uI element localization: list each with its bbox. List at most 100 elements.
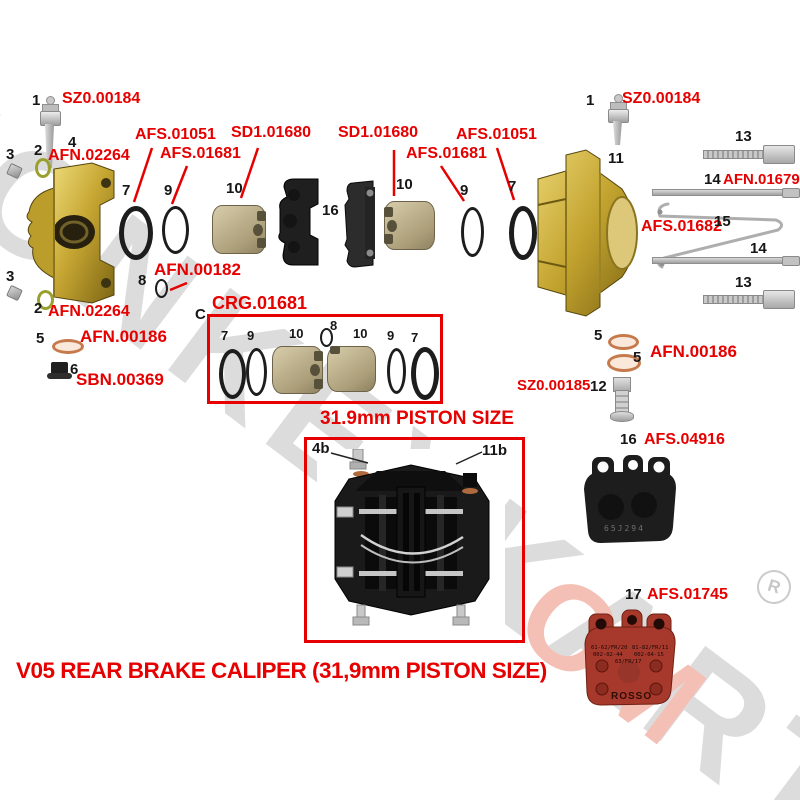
bolt-13-bottom <box>703 290 795 309</box>
assembly-box <box>304 437 525 643</box>
kit-index-7b: 7 <box>411 330 419 345</box>
index-3-top: 3 <box>6 146 15 163</box>
index-5-right2: 5 <box>633 349 642 366</box>
index-10-right: 10 <box>396 176 413 193</box>
red-pad-mark-1b: 81-82/FR/11 <box>632 645 668 651</box>
part-afs-01051-left: AFS.01051 <box>135 126 216 143</box>
part-sz0-00184-left: SZ0.00184 <box>62 90 141 107</box>
index-10-left: 10 <box>226 180 243 197</box>
part-afs-01681-left: AFS.01681 <box>160 145 241 162</box>
index-13-top: 13 <box>735 128 752 145</box>
kit-index-10b: 10 <box>353 326 368 341</box>
oring-9-right <box>461 207 484 257</box>
oring-7-left <box>119 206 153 260</box>
brake-pad-black: 65J294 <box>584 455 676 543</box>
index-1-left: 1 <box>32 92 41 109</box>
part-afn-00186-left: AFN.00186 <box>80 327 167 346</box>
caliper-half-left <box>26 162 115 304</box>
kit-index-10a: 10 <box>289 326 304 341</box>
oring-2-top <box>35 158 51 178</box>
kit-piston-a <box>272 346 323 394</box>
bleed-screw-right <box>606 94 630 150</box>
part-afs-01745: AFS.01745 <box>647 586 728 603</box>
part-sbn-00369: SBN.00369 <box>76 370 164 389</box>
index-14-top: 14 <box>704 171 721 188</box>
copper-washer-right2 <box>607 354 641 372</box>
pin-14-top <box>652 188 800 198</box>
red-pad-brand: ROSSO <box>611 691 652 702</box>
kit-index-9a: 9 <box>247 328 255 343</box>
index-12: 12 <box>590 378 607 395</box>
kit-oring-7a <box>219 349 246 399</box>
assembled-caliper <box>317 449 505 634</box>
index-14-bottom: 14 <box>750 240 767 257</box>
brake-pad-inner <box>278 178 319 266</box>
kit-oring-7b <box>411 347 439 400</box>
part-afs-01681-right: AFS.01681 <box>406 145 487 162</box>
pad-stamp-text: 65J294 <box>604 524 645 533</box>
oring-8 <box>155 279 168 298</box>
part-afs-04916: AFS.04916 <box>644 431 725 448</box>
bolt-13-top <box>703 145 795 164</box>
red-pad-mark-2b: 002-04-15 <box>634 652 664 658</box>
index-17: 17 <box>625 586 642 603</box>
index-11: 11 <box>608 150 624 167</box>
part-afn-02264-bottom: AFN.02264 <box>48 303 130 320</box>
crg-kit-box <box>207 314 443 404</box>
part-afs-01682: AFS.01682 <box>641 218 722 235</box>
index-8: 8 <box>138 272 147 289</box>
kit-oring-9b <box>387 348 406 394</box>
oring-9-left <box>162 206 189 254</box>
red-pad-mark-1a: 61-62/FR/20 <box>591 645 627 651</box>
part-sz0-00184-right: SZ0.00184 <box>622 90 701 107</box>
oring-7-right <box>509 206 537 260</box>
bleed-screw-left <box>38 96 62 178</box>
index-5-right1: 5 <box>594 327 603 344</box>
index-3-bottom: 3 <box>6 268 15 285</box>
pin-14-bottom <box>652 256 800 266</box>
part-sd1-01680-right: SD1.01680 <box>338 124 419 141</box>
cap-6 <box>51 362 68 374</box>
part-sz0-00185: SZ0.00185 <box>517 377 591 394</box>
part-crg-01681: CRG.01681 <box>212 293 308 313</box>
piston-size-heading: 31.9mm PISTON SIZE <box>320 408 514 429</box>
part-afn-00186-right: AFN.00186 <box>650 342 737 361</box>
banjo-bolt-12 <box>610 377 634 422</box>
index-7-left: 7 <box>122 182 131 199</box>
copper-washer-left <box>52 339 84 354</box>
index-4: 4 <box>68 134 77 151</box>
brake-pad-backing <box>344 180 375 268</box>
cap-6-brim <box>47 373 72 379</box>
index-1-right: 1 <box>586 92 595 109</box>
index-16-pad: 16 <box>620 431 637 448</box>
index-2-bottom: 2 <box>34 300 43 317</box>
kit-index-8: 8 <box>330 318 338 333</box>
registered-trademark-icon: R <box>752 565 796 609</box>
index-6: 6 <box>70 361 79 378</box>
index-13-bottom: 13 <box>735 274 752 291</box>
index-9-left: 9 <box>164 182 173 199</box>
piston-left <box>212 205 266 254</box>
index-7-right: 7 <box>508 178 517 195</box>
ref-11b: 11b <box>482 442 508 459</box>
index-9-right: 9 <box>460 182 469 199</box>
part-afn-01679: AFN.01679 <box>723 171 800 188</box>
part-afn-00182: AFN.00182 <box>154 260 241 279</box>
brake-pad-red: 61-62/FR/20 81-82/FR/11 002-02-44 002-04… <box>584 609 676 706</box>
part-sd1-01680-left: SD1.01680 <box>231 124 312 141</box>
crg-box-corner-label: C <box>195 306 206 323</box>
oring-2-bottom <box>37 290 54 310</box>
piston-right <box>384 201 435 250</box>
index-15: 15 <box>714 213 731 230</box>
kit-oring-8 <box>320 328 333 347</box>
ref-4b: 4b <box>312 440 330 457</box>
red-pad-mark-2a: 002-02-44 <box>593 652 623 658</box>
index-5-left: 5 <box>36 330 45 347</box>
part-afn-02264-top: AFN.02264 <box>48 147 130 164</box>
kit-piston-b <box>327 346 376 392</box>
caliper-half-right <box>537 149 638 317</box>
index-16-center: 16 <box>322 202 339 219</box>
copper-washer-right1 <box>608 334 639 350</box>
part-afs-01051-right: AFS.01051 <box>456 126 537 143</box>
